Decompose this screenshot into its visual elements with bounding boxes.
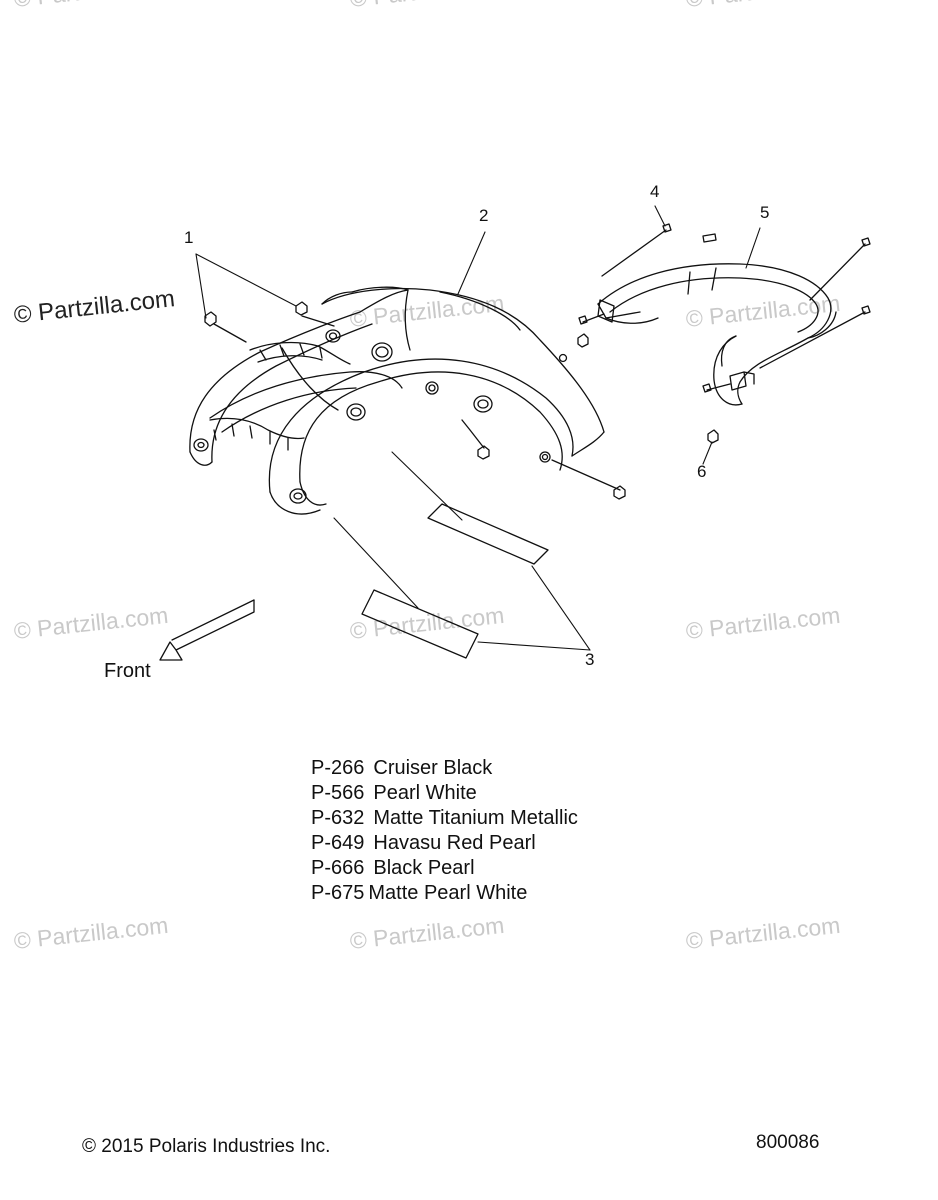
copyright-notice: © 2015 Polaris Industries Inc.: [82, 1136, 331, 1157]
callout-6: 6: [697, 462, 707, 481]
paint-name: Matte Pearl White: [368, 882, 528, 904]
callout-2: 2: [479, 206, 489, 225]
paint-code: P-666: [311, 857, 365, 879]
paint-name: Matte Titanium Metallic: [373, 807, 578, 829]
callout-5: 5: [760, 203, 770, 222]
color-legend: P-266 Cruiser Black P-566 Pearl White P-63…: [311, 756, 578, 906]
color-legend-row: P-666 Black Pearl: [311, 856, 578, 881]
paint-code: P-632: [311, 807, 365, 829]
bracket-bolts: [577, 223, 871, 444]
paint-code: P-649: [311, 832, 365, 854]
paint-name: Havasu Red Pearl: [373, 832, 536, 854]
paint-name: Black Pearl: [373, 857, 475, 879]
front-arrow-icon: [159, 599, 255, 661]
callout-1: 1: [184, 228, 194, 247]
front-label: Front: [104, 660, 151, 682]
color-legend-row: P-566 Pearl White: [311, 781, 578, 806]
paint-code: P-266: [311, 757, 365, 779]
diagram-id: 800086: [756, 1132, 820, 1153]
fastener-screws: [204, 301, 626, 500]
paint-name: Pearl White: [373, 782, 477, 804]
callout-3: 3: [585, 650, 595, 669]
callout-4: 4: [650, 182, 660, 201]
rear-fender: [189, 286, 605, 515]
leader-lines: [195, 205, 761, 651]
color-legend-row: P-632 Matte Titanium Metallic: [311, 806, 578, 831]
paint-code: P-566: [311, 782, 365, 804]
decal-strips: [361, 503, 549, 659]
mud-guard-bracket: [597, 263, 837, 406]
color-legend-row: P-649 Havasu Red Pearl: [311, 831, 578, 856]
paint-name: Cruiser Black: [373, 757, 493, 779]
paint-code: P-675: [311, 882, 365, 904]
color-legend-row: P-266 Cruiser Black: [311, 756, 578, 781]
